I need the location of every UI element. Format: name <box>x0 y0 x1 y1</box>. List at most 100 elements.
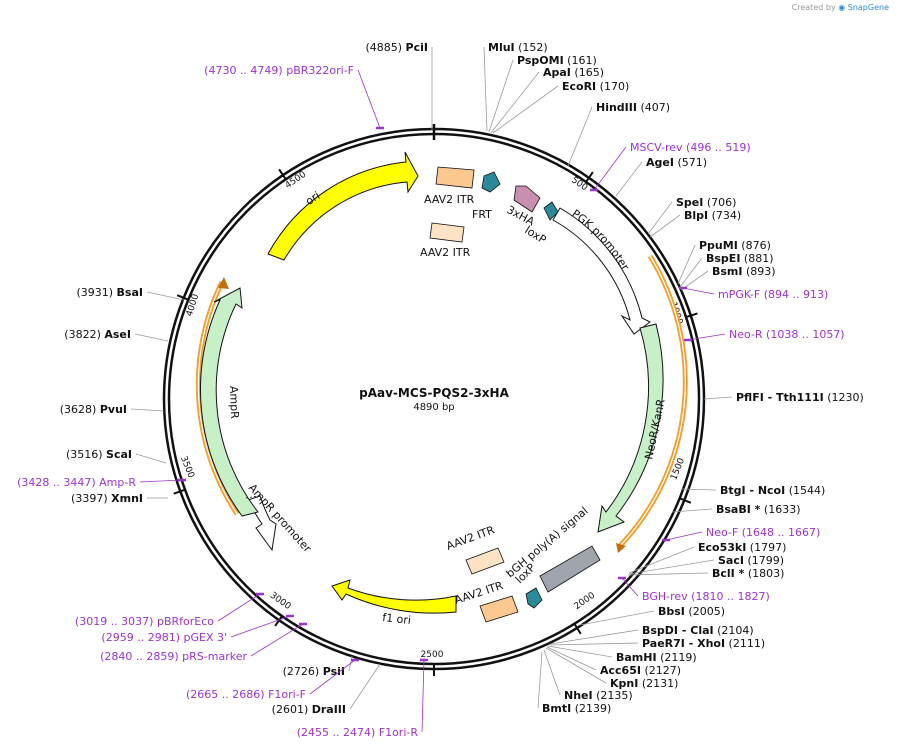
primer-label[interactable]: (4730 .. 4749) pBR322ori-F <box>204 64 354 77</box>
enzyme-name: MluI <box>488 41 515 54</box>
enzyme-label[interactable]: (3516) ScaI <box>66 448 132 461</box>
enzyme-label[interactable]: KpnI (2131) <box>610 677 678 690</box>
primer-label[interactable]: (2455 .. 2474) F1ori-R <box>297 726 419 739</box>
enzyme-leader <box>549 629 639 645</box>
feature-aav2-itr-2[interactable] <box>429 222 465 243</box>
plasmid-name: pAav-MCS-PQS2-3xHA <box>359 386 509 400</box>
enzyme-leader <box>483 46 488 132</box>
enzyme-label[interactable]: SpeI (706) <box>676 196 736 209</box>
feature-ori[interactable] <box>267 151 419 261</box>
enzyme-label[interactable]: ApaI (165) <box>543 66 604 79</box>
enzyme-position: (2111) <box>725 637 765 650</box>
backbone-tick <box>176 294 189 301</box>
enzyme-label[interactable]: BamHI (2119) <box>616 651 697 664</box>
enzyme-label[interactable]: PpuMI (876) <box>699 239 771 252</box>
primer-label[interactable]: Neo-F (1648 .. 1667) <box>706 526 820 539</box>
primer-range: (3428 .. 3447) <box>17 476 99 489</box>
enzyme-label[interactable]: NheI (2135) <box>564 689 633 702</box>
orf-arrow-amp-icon <box>218 277 229 289</box>
primer-labels: (4730 .. 4749) pBR322ori-F MSCV-rev (496 … <box>17 64 845 739</box>
enzyme-label[interactable]: BlpI (734) <box>684 209 741 222</box>
enzyme-label[interactable]: BspDI - ClaI (2104) <box>642 624 754 637</box>
enzyme-leader <box>677 244 696 285</box>
enzyme-label[interactable]: (4885) PciI <box>365 41 428 54</box>
primer-label[interactable]: MSCV-rev (496 .. 519) <box>630 141 751 154</box>
feature-neor-kanr[interactable] <box>597 323 664 533</box>
enzyme-label[interactable]: SacI (1799) <box>718 554 784 567</box>
enzyme-label[interactable]: PaeR7I - XhoI (2111) <box>642 637 765 650</box>
enzyme-label[interactable]: BspEI (881) <box>706 252 774 265</box>
primer-label[interactable]: mPGK-F (894 .. 913) <box>718 288 828 301</box>
feature-ampr[interactable] <box>200 287 259 517</box>
enzyme-name: Acc65I <box>600 664 641 677</box>
enzyme-name: AseI <box>104 328 131 341</box>
primer-label[interactable]: BGH-rev (1810 .. 1827) <box>642 590 770 603</box>
enzyme-name: SacI <box>718 554 744 567</box>
primer-name: pBRforEco <box>157 615 214 628</box>
feature-bgh-polya[interactable] <box>539 545 601 593</box>
enzyme-label[interactable]: AgeI (571) <box>646 156 707 169</box>
enzyme-label[interactable]: Eco53kI (1797) <box>698 541 786 554</box>
primer-range: (894 .. 913) <box>760 288 828 301</box>
enzyme-label[interactable]: PspOMI (161) <box>517 54 597 67</box>
enzyme-label[interactable]: (3822) AseI <box>64 328 131 341</box>
primer-label[interactable]: (2959 .. 2981) pGEX 3' <box>101 631 227 644</box>
primer-label[interactable]: (2840 .. 2859) pRS-marker <box>100 650 247 663</box>
feature-frt[interactable] <box>481 171 501 193</box>
enzyme-label[interactable]: BsaBI * (1633) <box>716 503 801 516</box>
enzyme-label[interactable]: (2601) DraIII <box>272 703 346 716</box>
feature-f1-ori[interactable] <box>331 579 457 614</box>
primer-label[interactable]: (3428 .. 3447) Amp-R <box>17 476 136 489</box>
primer-range: (1038 .. 1057) <box>763 328 845 341</box>
enzyme-label[interactable]: (3397) XmnI <box>71 492 143 505</box>
primer-range: (3019 .. 3037) <box>75 615 157 628</box>
enzyme-label[interactable]: PflFI - Tth111I (1230) <box>736 391 864 404</box>
feature-3xha[interactable] <box>513 185 541 213</box>
feature-frt-label: FRT <box>472 208 492 221</box>
backbone-tick-label: 2500 <box>421 650 444 660</box>
enzyme-leaders <box>130 46 733 710</box>
enzyme-label[interactable]: BclI * (1803) <box>712 567 784 580</box>
enzyme-leader <box>546 646 597 671</box>
primer-leader <box>665 531 703 541</box>
enzyme-position: (571) <box>674 156 707 169</box>
primer-name: Amp-R <box>99 476 136 489</box>
primer-label[interactable]: (3019 .. 3037) pBRforEco <box>75 615 214 628</box>
snapgene-credit: Created by ◉ SnapGene <box>792 3 889 12</box>
enzyme-position: (2139) <box>571 702 611 715</box>
primer-leader <box>421 659 425 733</box>
enzyme-label[interactable]: (3628) PvuI <box>60 403 127 416</box>
primer-leader <box>309 659 356 695</box>
enzyme-name: BsaI <box>117 286 143 299</box>
enzyme-position: (2119) <box>657 651 697 664</box>
enzyme-label[interactable]: BtgI - NcoI (1544) <box>720 484 825 497</box>
enzyme-label[interactable]: HindIII (407) <box>596 101 670 114</box>
enzyme-label[interactable]: EcoRI (170) <box>562 80 629 93</box>
enzyme-name: BspEI <box>706 252 740 265</box>
enzyme-label[interactable]: BbsI (2005) <box>658 605 725 618</box>
primer-name: pBR322ori-F <box>286 64 354 77</box>
primer-name: mPGK-F <box>718 288 760 301</box>
enzyme-position: (734) <box>708 209 741 222</box>
feature-loxp-2[interactable] <box>525 587 543 609</box>
enzyme-label[interactable]: MluI (152) <box>488 41 548 54</box>
enzyme-label[interactable]: (3931) BsaI <box>76 286 143 299</box>
primer-label[interactable]: (2665 .. 2686) F1ori-F <box>186 688 306 701</box>
enzyme-position: (706) <box>703 196 736 209</box>
enzyme-label[interactable]: BsmI (893) <box>712 265 776 278</box>
enzyme-name: PflFI - Tth111I <box>736 391 824 404</box>
enzyme-name: BlpI <box>684 209 708 222</box>
primer-label[interactable]: Neo-R (1038 .. 1057) <box>729 328 845 341</box>
feature-aav2-itr-3[interactable] <box>465 547 505 575</box>
enzyme-label[interactable]: Acc65I (2127) <box>600 664 681 677</box>
primer-leader <box>357 69 381 129</box>
enzyme-leader <box>647 201 673 235</box>
enzyme-leader <box>492 85 559 134</box>
enzyme-label[interactable]: (2726) PsiI <box>283 665 345 678</box>
feature-aav2-itr-1[interactable] <box>435 166 475 189</box>
feature-pgk-promoter[interactable] <box>552 207 651 335</box>
feature-aav2-itr-4[interactable] <box>479 595 519 623</box>
enzyme-label[interactable]: BmtI (2139) <box>542 702 611 715</box>
enzyme-name: SpeI <box>676 196 703 209</box>
primer-name: pGEX 3' <box>183 631 227 644</box>
